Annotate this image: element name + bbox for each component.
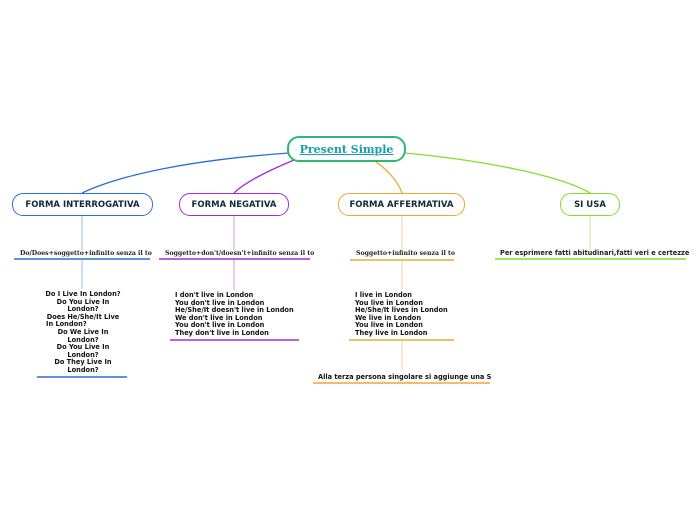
example-line: Does He/She/It Live bbox=[46, 312, 120, 321]
example-line: I don't live in London bbox=[175, 291, 254, 299]
example-line: You live in London bbox=[355, 321, 423, 330]
branch-label: FORMA AFFERMATIVA bbox=[349, 199, 454, 210]
rule-interrogativa[interactable]: Do/Does+soggetto+infinito senza il to bbox=[20, 250, 152, 257]
example-line: We don't live in London bbox=[175, 313, 263, 322]
connector-root-interrogativa bbox=[81, 152, 290, 194]
example-line: He/She/It lives in London bbox=[355, 306, 448, 315]
example-line: Do You Live In bbox=[56, 297, 110, 306]
connector-root-negativa bbox=[233, 159, 295, 194]
root-node[interactable]: Present Simple bbox=[287, 136, 406, 162]
example-line: We live in London bbox=[355, 313, 422, 322]
note-affermativa[interactable]: Alla terza persona singolare si aggiunge… bbox=[318, 373, 492, 381]
branch-label: FORMA NEGATIVA bbox=[191, 199, 277, 210]
branch-forma-interrogativa[interactable]: FORMA INTERROGATIVA bbox=[12, 193, 153, 216]
connector-root-siusa bbox=[404, 152, 591, 194]
example-line: You don't live in London bbox=[175, 298, 265, 307]
connector-root-affermativa bbox=[375, 161, 403, 194]
rule-affermativa[interactable]: Soggetto+infinito senza il to bbox=[356, 250, 455, 257]
example-line: You live in London bbox=[355, 298, 423, 307]
example-line: London? bbox=[67, 305, 99, 314]
example-line: I live in London bbox=[355, 291, 412, 299]
example-line: London? bbox=[67, 350, 99, 359]
example-line: London? bbox=[67, 335, 99, 344]
root-label: Present Simple bbox=[299, 142, 394, 156]
example-line: They live in London bbox=[355, 328, 428, 337]
rule-negativa[interactable]: Soggetto+don't/doesn't+infinito senza il… bbox=[165, 250, 315, 257]
example-line: You don't live in London bbox=[175, 321, 265, 330]
examples-interrogativa[interactable]: Do I Live In London? Do You Live In Lond… bbox=[38, 290, 128, 375]
examples-affermativa[interactable]: I live in London You live in London He/S… bbox=[355, 291, 448, 338]
branch-forma-negativa[interactable]: FORMA NEGATIVA bbox=[179, 193, 289, 216]
example-line: They don't live in London bbox=[175, 328, 269, 337]
branch-forma-affermativa[interactable]: FORMA AFFERMATIVA bbox=[338, 193, 465, 216]
examples-negativa[interactable]: I don't live in London You don't live in… bbox=[175, 291, 294, 338]
rule-si-usa[interactable]: Per esprimere fatti abitudinari,fatti ve… bbox=[500, 249, 690, 257]
example-line: Do You Live In bbox=[56, 343, 110, 352]
example-line: Do They Live In bbox=[54, 358, 112, 367]
branch-si-usa[interactable]: SI USA bbox=[560, 193, 620, 216]
example-line: Do I Live In London? bbox=[45, 290, 121, 298]
branch-label: FORMA INTERROGATIVA bbox=[25, 199, 140, 210]
example-line: London? bbox=[67, 365, 99, 374]
example-line: In London? bbox=[46, 320, 87, 329]
example-line: Do We Live In bbox=[57, 327, 109, 336]
branch-label: SI USA bbox=[574, 199, 606, 210]
example-line: He/She/It doesn't live in London bbox=[175, 306, 294, 315]
